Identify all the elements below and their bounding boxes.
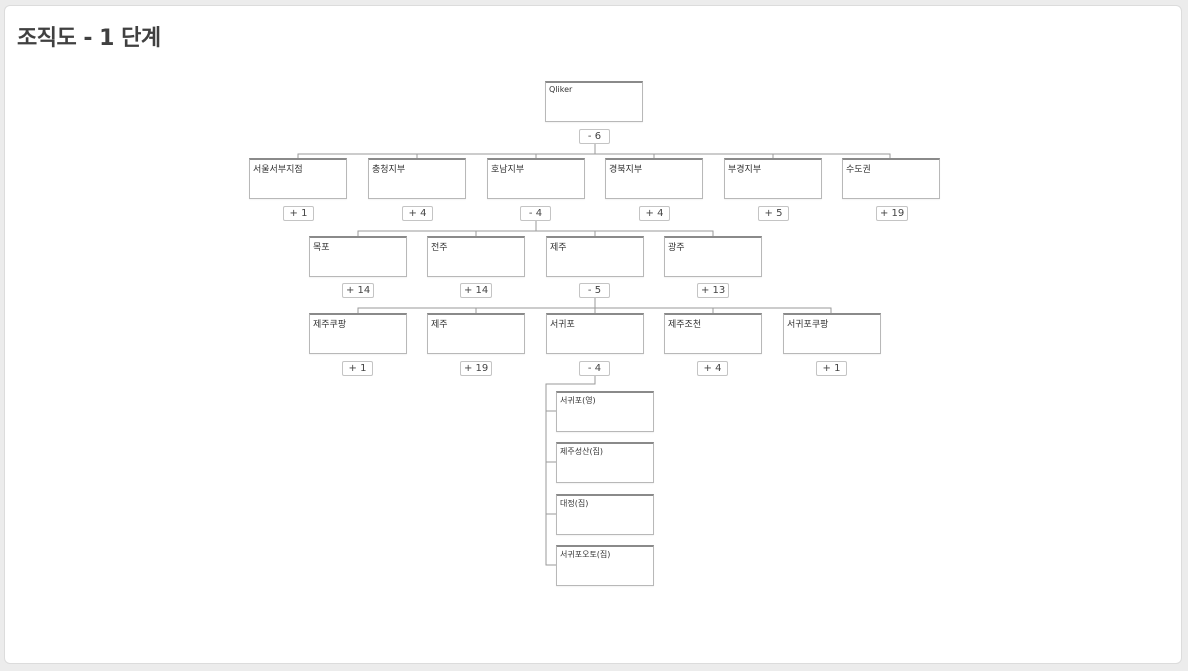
expand-toggle[interactable]: + 19 (876, 206, 909, 221)
expand-toggle[interactable]: + 14 (460, 283, 493, 298)
expand-toggle[interactable]: + 1 (342, 361, 373, 376)
org-node-label: 충청지부 (372, 165, 406, 175)
org-node-level4[interactable]: 대정(집) (556, 494, 654, 535)
org-node-label: 목포 (313, 243, 330, 253)
org-node-label: 제주조천 (668, 320, 702, 330)
org-node-level3[interactable]: 제주 (427, 313, 525, 354)
org-node-level4[interactable]: 서귀포오토(집) (556, 545, 654, 586)
org-node-label: 서귀포(영) (560, 396, 596, 405)
expand-toggle[interactable]: + 14 (342, 283, 375, 298)
org-node-level1[interactable]: 경북지부 (605, 158, 703, 199)
collapse-toggle-root[interactable]: - 6 (579, 129, 610, 144)
expand-toggle[interactable]: + 4 (402, 206, 433, 221)
expand-toggle[interactable]: + 1 (283, 206, 314, 221)
org-node-label: 부경지부 (728, 165, 762, 175)
collapse-toggle[interactable]: - 4 (520, 206, 551, 221)
org-node-level3[interactable]: 제주조천 (664, 313, 762, 354)
org-node-label: 호남지부 (491, 165, 525, 175)
org-node-label: 서귀포오토(집) (560, 550, 611, 559)
expand-toggle[interactable]: + 4 (697, 361, 728, 376)
org-node-level4[interactable]: 서귀포(영) (556, 391, 654, 432)
org-node-level2[interactable]: 목포 (309, 236, 407, 277)
org-node-level1[interactable]: 호남지부 (487, 158, 585, 199)
org-node-level3[interactable]: 서귀포쿠팡 (783, 313, 881, 354)
org-node-level3[interactable]: 서귀포 (546, 313, 644, 354)
expand-toggle[interactable]: + 19 (460, 361, 493, 376)
org-node-label: 전주 (431, 243, 448, 253)
org-node-label: 수도권 (846, 165, 871, 175)
org-node-label: 경북지부 (609, 165, 643, 175)
org-node-level3[interactable]: 제주쿠팡 (309, 313, 407, 354)
expand-toggle[interactable]: + 1 (816, 361, 847, 376)
org-node-label: 제주성산(집) (560, 447, 604, 456)
org-node-label: 제주 (431, 320, 448, 330)
org-node-level2[interactable]: 광주 (664, 236, 762, 277)
page-title: 조직도 - 1 단계 (17, 26, 161, 51)
org-node-label: 광주 (668, 243, 685, 253)
org-node-level2[interactable]: 제주 (546, 236, 644, 277)
org-node-level2[interactable]: 전주 (427, 236, 525, 277)
org-node-level1[interactable]: 충청지부 (368, 158, 466, 199)
org-node-level1[interactable]: 서울서부지점 (249, 158, 347, 199)
org-node-label: 서귀포쿠팡 (787, 320, 829, 330)
org-node-level1[interactable]: 부경지부 (724, 158, 822, 199)
org-node-label: 제주쿠팡 (313, 320, 347, 330)
expand-toggle[interactable]: + 13 (697, 283, 730, 298)
expand-toggle[interactable]: + 5 (758, 206, 789, 221)
org-node-level1[interactable]: 수도권 (842, 158, 940, 199)
collapse-toggle[interactable]: - 4 (579, 361, 610, 376)
expand-toggle[interactable]: + 4 (639, 206, 670, 221)
org-node-label: 서울서부지점 (253, 165, 303, 175)
org-node-label: 대정(집) (560, 499, 589, 508)
org-node-root[interactable]: Qliker (545, 81, 643, 122)
collapse-toggle[interactable]: - 5 (579, 283, 610, 298)
org-node-label: 서귀포 (550, 320, 575, 330)
org-node-label: 제주 (550, 243, 567, 253)
org-node-level4[interactable]: 제주성산(집) (556, 442, 654, 483)
org-node-label: Qliker (549, 85, 573, 94)
